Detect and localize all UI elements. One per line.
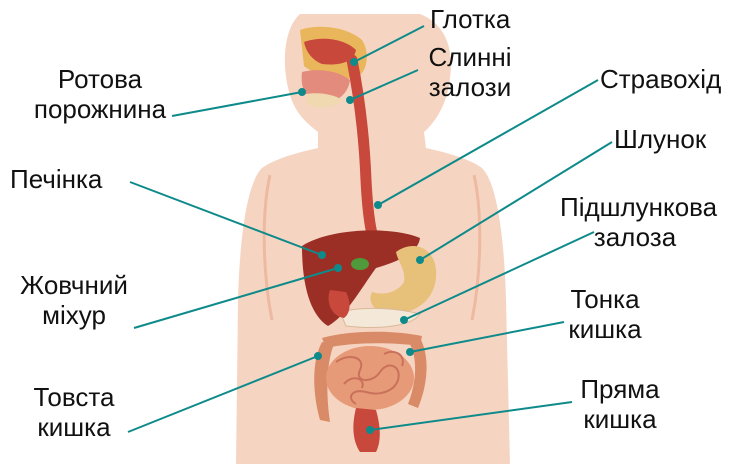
dot-liver xyxy=(319,252,325,258)
dot-esophagus xyxy=(375,202,381,208)
small-intestine-organ xyxy=(326,346,414,410)
dot-stomach xyxy=(417,257,423,263)
label-small-intestine: Тонка кишка xyxy=(562,284,648,344)
label-esophagus: Стравохід xyxy=(600,64,721,94)
gallbladder-organ xyxy=(351,258,369,270)
dot-pharynx xyxy=(351,59,357,65)
dot-small-intestine xyxy=(407,349,413,355)
label-liver: Печінка xyxy=(10,164,102,194)
dot-large-intestine xyxy=(315,353,321,359)
dot-mouth xyxy=(299,89,305,95)
dot-rectum xyxy=(367,427,373,433)
dot-pancreas xyxy=(401,317,407,323)
label-pharynx: Глотка xyxy=(430,4,510,34)
label-large-intestine: Товста кишка xyxy=(24,382,124,442)
line-mouth xyxy=(172,92,302,116)
label-stomach: Шлунок xyxy=(614,124,706,154)
label-pancreas: Підшлункова залоза xyxy=(560,192,710,252)
label-salivary-glands: Слинні залози xyxy=(420,42,520,102)
dot-gallbladder xyxy=(335,265,341,271)
label-gallbladder: Жовчний міхур xyxy=(14,270,134,330)
label-rectum: Пряма кишка xyxy=(574,374,666,434)
dot-salivary xyxy=(347,97,353,103)
label-mouth-cavity: Ротова порожнина xyxy=(28,64,172,124)
